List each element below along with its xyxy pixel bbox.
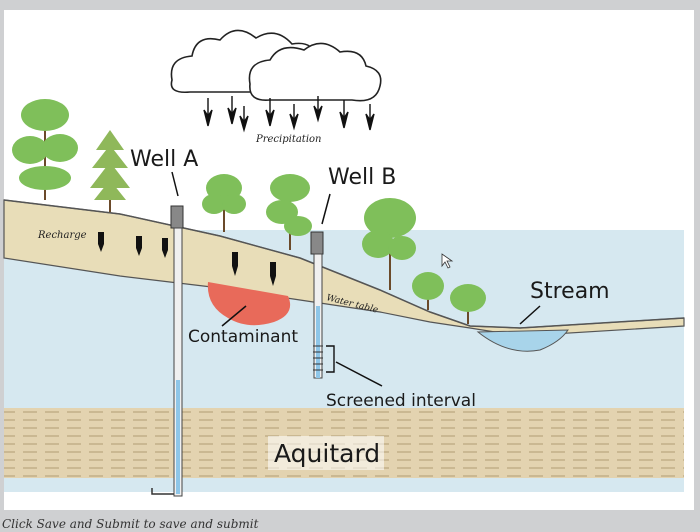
lower-aquifer [4, 478, 684, 492]
aquitard-label-bg [268, 436, 384, 470]
tree-icon [202, 174, 246, 232]
pointer-well-b [321, 193, 331, 225]
label-well-a: Well A [130, 147, 198, 172]
contaminant-plume [207, 282, 291, 326]
tree-icon [362, 198, 416, 290]
pointer-screened-interval [335, 361, 383, 387]
tree-icon [90, 130, 130, 212]
tree-icon [450, 284, 486, 324]
screened-interval-marks [313, 345, 323, 371]
cloud-icon [170, 29, 382, 102]
pointer-contaminant [221, 305, 247, 327]
footer-instruction: Click Save and Submit to save and submit [2, 517, 259, 531]
well-a [151, 205, 184, 497]
label-screened-interval: Screened interval [326, 391, 476, 411]
tree-icon [12, 99, 78, 200]
label-stream: Stream [530, 279, 610, 304]
pointer-stream [519, 305, 541, 325]
tree-icon [412, 272, 444, 310]
tree-icon [266, 174, 312, 250]
label-recharge: Recharge [37, 230, 87, 241]
label-contaminant: Contaminant [188, 327, 298, 347]
rain-arrows [203, 96, 375, 133]
recharge-arrows [98, 232, 276, 286]
cursor-icon [441, 253, 454, 269]
label-precipitation: Precipitation [255, 134, 321, 145]
label-aquitard: Aquitard [274, 439, 380, 468]
ground-surface [3, 199, 685, 329]
stream-channel [476, 329, 569, 352]
label-well-b: Well B [328, 165, 396, 190]
pointer-well-a [171, 171, 179, 197]
well-b [310, 231, 335, 379]
